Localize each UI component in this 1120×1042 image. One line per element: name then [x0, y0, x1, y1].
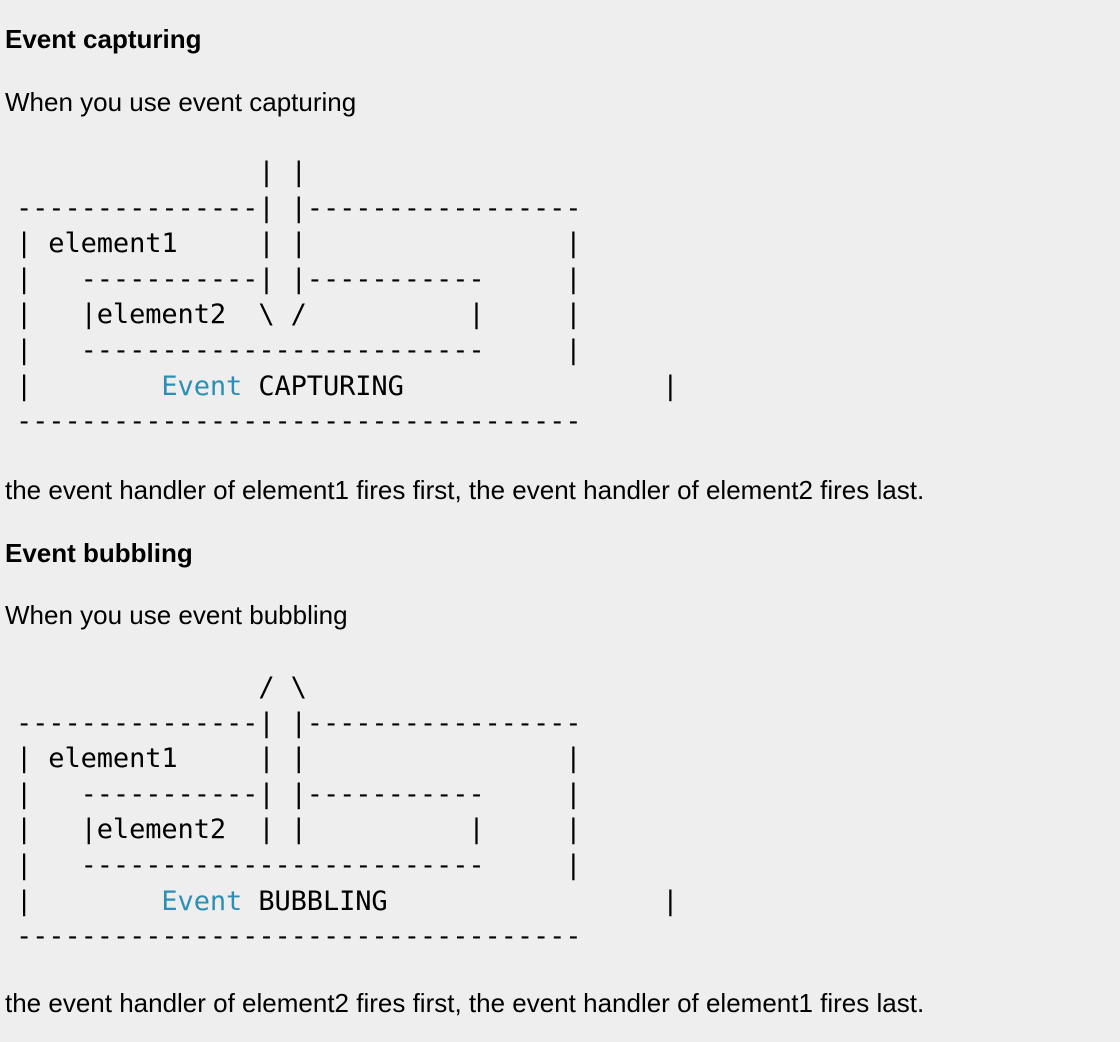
- diagram-line-suffix: CAPTURING |: [242, 370, 679, 402]
- diagram-line: | ------------------------- |: [16, 849, 582, 881]
- capturing-result-text: the event handler of element1 fires firs…: [5, 475, 925, 505]
- diagram-line: -----------------------------------: [16, 406, 582, 438]
- section-heading-bubbling: Event bubbling: [5, 538, 193, 568]
- diagram-line: | -----------| |----------- |: [16, 778, 582, 810]
- capturing-intro-text: When you use event capturing: [5, 87, 357, 117]
- diagram-keyword: Event: [161, 370, 243, 402]
- diagram-line: / \: [16, 672, 307, 703]
- bubbling-ascii-diagram: / \ ---------------| |----------------- …: [16, 670, 678, 955]
- diagram-line: | |element2 | | | |: [16, 814, 582, 846]
- bubbling-intro-text: When you use event bubbling: [5, 600, 348, 630]
- section-heading-capturing: Event capturing: [5, 24, 202, 54]
- diagram-line: -----------------------------------: [16, 921, 582, 953]
- diagram-line: | |: [16, 157, 307, 188]
- diagram-line: | element1 | | |: [16, 228, 582, 260]
- diagram-line: ---------------| |-----------------: [16, 707, 582, 739]
- diagram-line: ---------------| |-----------------: [16, 192, 582, 224]
- bubbling-result-text: the event handler of element2 fires firs…: [5, 988, 925, 1018]
- diagram-line-suffix: BUBBLING |: [242, 885, 679, 917]
- capturing-ascii-diagram: | | ---------------| |----------------- …: [16, 155, 678, 440]
- diagram-line: | -----------| |----------- |: [16, 263, 582, 295]
- diagram-line: | ------------------------- |: [16, 334, 582, 366]
- diagram-line-prefix: |: [16, 885, 162, 917]
- diagram-line: | |element2 \ / | |: [16, 299, 582, 331]
- diagram-line: | element1 | | |: [16, 743, 582, 775]
- diagram-line-prefix: |: [16, 370, 162, 402]
- diagram-keyword: Event: [161, 885, 243, 917]
